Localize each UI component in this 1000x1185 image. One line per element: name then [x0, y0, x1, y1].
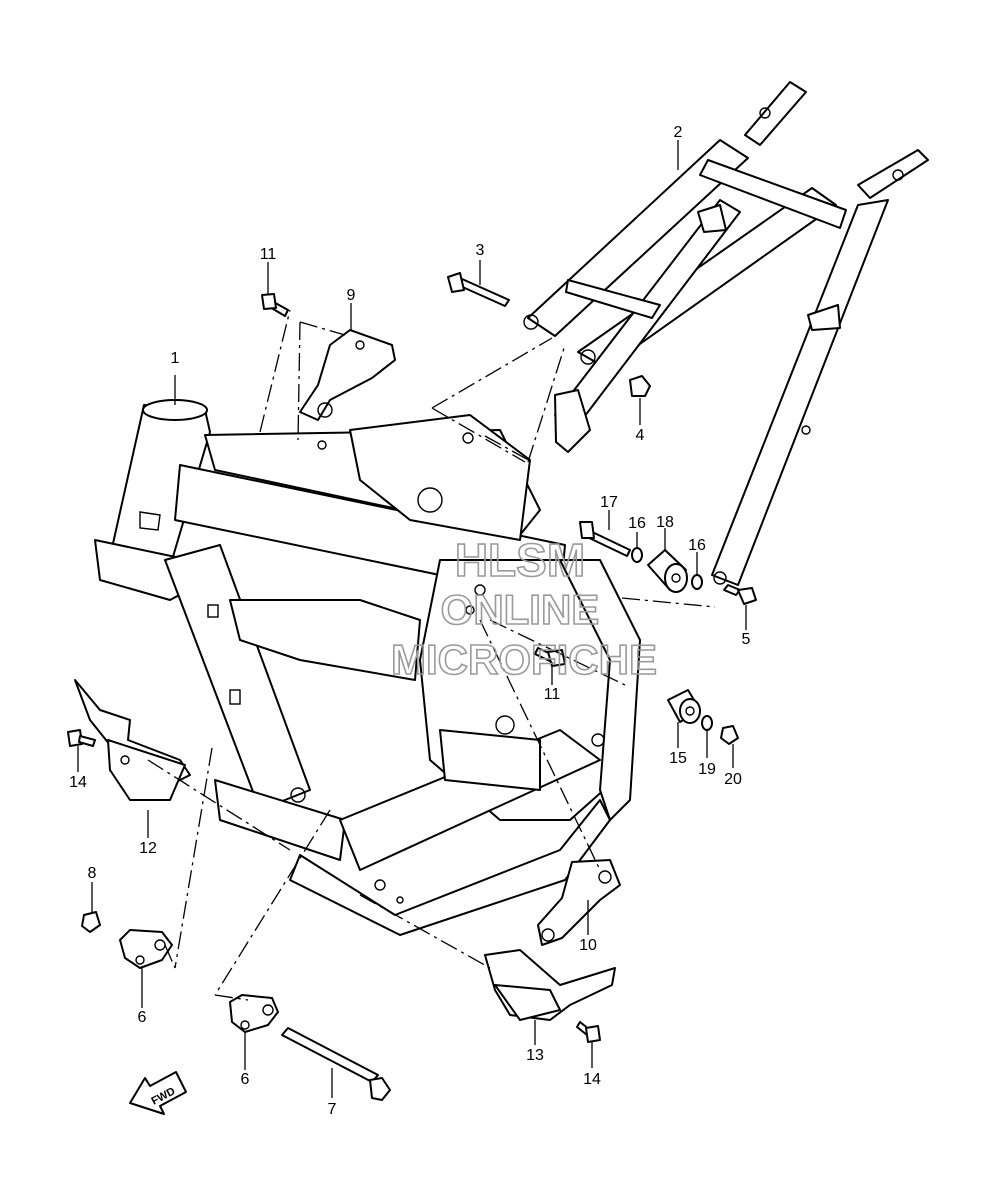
callout-12: 12 — [139, 840, 157, 857]
callout-2: 2 — [674, 124, 683, 141]
washer-part-19[interactable] — [701, 715, 713, 731]
bolt-part-7[interactable] — [281, 1027, 391, 1101]
mount-part-6-lower[interactable] — [229, 994, 279, 1033]
callout-8: 8 — [88, 865, 97, 882]
nut-part-8[interactable] — [81, 911, 101, 933]
guard-part-13[interactable] — [484, 949, 616, 1021]
bolt-part-3[interactable] — [447, 272, 510, 307]
callout-17: 17 — [600, 494, 618, 511]
washer-part-16-right[interactable] — [691, 574, 703, 590]
callout-5: 5 — [742, 631, 751, 648]
guard-part-12[interactable] — [74, 679, 191, 801]
callout-6-lower: 6 — [241, 1071, 250, 1088]
callout-6-upper: 6 — [138, 1009, 147, 1026]
mount-part-6-upper[interactable] — [119, 929, 173, 969]
watermark-line-3: MICROFICHE — [391, 636, 657, 683]
leader-lines — [77, 140, 747, 1098]
callout-15: 15 — [669, 750, 687, 767]
callout-7: 7 — [328, 1101, 337, 1118]
callout-11-lower: 11 — [544, 686, 561, 703]
callout-18: 18 — [656, 514, 674, 531]
bushing-part-18[interactable] — [647, 549, 688, 593]
nut-part-4[interactable] — [629, 375, 651, 397]
main-frame-part[interactable] — [94, 399, 641, 936]
callout-1: 1 — [171, 350, 180, 367]
callout-16-left: 16 — [628, 515, 646, 532]
callout-19: 19 — [698, 761, 716, 778]
bracket-part-10[interactable] — [537, 859, 621, 946]
callout-labels: 1 2 3 4 5 6 6 7 8 9 10 11 11 12 13 14 14… — [69, 124, 750, 1118]
callout-11-upper: 11 — [260, 246, 277, 263]
bolt-part-5[interactable] — [723, 584, 757, 605]
fwd-direction-arrow: FWD — [129, 1071, 187, 1115]
callout-13: 13 — [526, 1047, 544, 1064]
bolt-part-11-upper[interactable] — [261, 293, 289, 317]
callout-10: 10 — [579, 937, 597, 954]
bolt-part-14-right[interactable] — [576, 1021, 601, 1043]
callout-3: 3 — [476, 242, 485, 259]
washer-part-16-left[interactable] — [631, 547, 643, 563]
watermark: HLSM ONLINE MICROFICHE — [390, 533, 658, 684]
bolt-part-17[interactable] — [579, 521, 631, 557]
callout-9: 9 — [347, 287, 356, 304]
nut-part-20[interactable] — [720, 725, 739, 745]
callout-14-right: 14 — [583, 1071, 601, 1088]
bolt-part-14-left[interactable] — [67, 729, 96, 747]
callout-14-left: 14 — [69, 774, 87, 791]
callout-20: 20 — [724, 771, 742, 788]
bracket-part-9[interactable] — [299, 329, 396, 421]
callout-4: 4 — [636, 427, 645, 444]
bushing-part-15[interactable] — [667, 689, 701, 724]
callout-16-right: 16 — [688, 537, 706, 554]
watermark-line-1: HLSM — [455, 534, 585, 586]
watermark-line-2: ONLINE — [441, 586, 600, 633]
assembly-dash-lines — [147, 309, 716, 1001]
rear-subframe-part[interactable] — [523, 81, 929, 586]
